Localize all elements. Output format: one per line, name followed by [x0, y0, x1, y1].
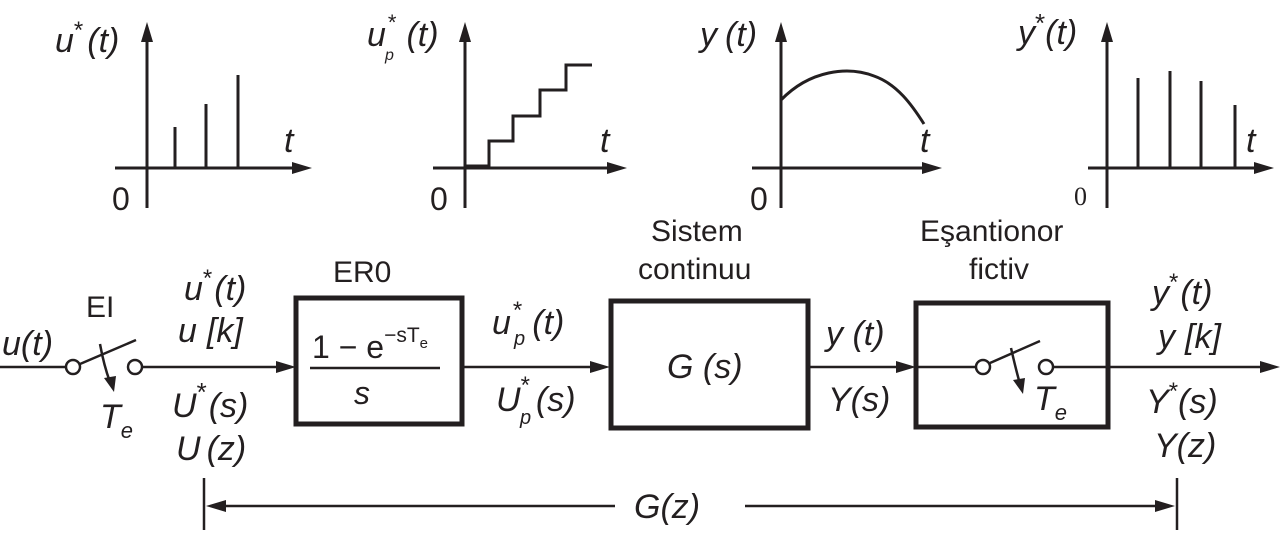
- plant-transfer-function: G (s): [667, 348, 743, 386]
- zoh-numerator: 1 − e−sTe: [312, 324, 428, 365]
- origin-label: 0: [750, 181, 768, 217]
- plant-output-time-label: y (t): [824, 315, 885, 353]
- plant-title-line2: continuu: [638, 253, 751, 286]
- ylabel-main: u: [55, 22, 74, 60]
- fictive-sampler-switch-arm: [989, 339, 1041, 365]
- zoh-title: ER0: [333, 256, 391, 289]
- plant-output-laplace-label: Y(s): [828, 381, 890, 419]
- svg-text:y(t): y(t): [698, 16, 757, 54]
- sampler-node-left: [64, 358, 82, 376]
- svg-text:y*(t): y*(t): [1016, 8, 1077, 52]
- fictive-sampler-block: [913, 300, 1111, 430]
- ylabel-sup: *: [388, 10, 397, 35]
- ylabel-arg: (t): [725, 16, 757, 54]
- plant-title-line1: Sistem: [651, 215, 743, 248]
- ylabel-sub: p: [384, 47, 394, 64]
- svg-text:p: p: [519, 407, 531, 429]
- svg-text:p: p: [513, 328, 525, 350]
- ylabel-main: y: [1016, 14, 1037, 52]
- continuous-signal: [779, 69, 926, 125]
- plot-up-star: u* (t) p t 0: [367, 10, 627, 217]
- xlabel: t: [600, 122, 611, 160]
- svg-text:y[k]: y[k]: [1156, 318, 1222, 356]
- origin-label: 0: [430, 181, 448, 217]
- svg-text:U(z): U(z): [176, 430, 246, 468]
- svg-text:u[k]: u[k]: [178, 312, 244, 350]
- sampler-node-right: [126, 358, 144, 376]
- plot-u-star: u*(t) t 0: [55, 17, 312, 217]
- pulse-transfer-function-label: G(z): [634, 488, 700, 526]
- svg-text:Y*(s): Y*(s): [1146, 378, 1218, 421]
- ylabel-sup: *: [1035, 8, 1045, 38]
- svg-text:y*(t): y*(t): [1150, 269, 1212, 312]
- xlabel: t: [1246, 122, 1257, 160]
- staircase-signal: [465, 63, 592, 168]
- ylabel-arg: (t): [406, 16, 438, 54]
- ylabel-arg: (t): [87, 22, 119, 60]
- sampled-signal-labels: u*(t) u[k] U*(s) U(z): [172, 265, 248, 468]
- svg-text:u*(t): u*(t): [184, 265, 246, 308]
- pulse-transfer-function-span: G(z): [202, 478, 1179, 530]
- plot-y-star: y*(t) t 0: [1016, 8, 1274, 211]
- fictive-sampler-node-right: [1037, 358, 1055, 376]
- zoh-block: [293, 295, 465, 427]
- ylabel-arg: (t): [1045, 14, 1077, 52]
- ylabel-sup: *: [74, 17, 83, 44]
- sampler-period-label: Te: [100, 398, 133, 443]
- origin-label: 0: [1074, 182, 1087, 211]
- fictive-sampler-period-label: Te: [1034, 380, 1067, 425]
- fictive-sampler-node-left: [974, 358, 992, 376]
- origin-label: 0: [112, 181, 130, 217]
- sampler-label: EI: [86, 291, 114, 324]
- zoh-output-labels: u*(t) p U*(s) p: [492, 297, 576, 429]
- zoh-denominator: s: [354, 375, 370, 411]
- input-signal-label: u(t): [2, 325, 53, 363]
- xlabel: t: [284, 122, 295, 160]
- xlabel: t: [920, 122, 931, 160]
- svg-text:U*(s): U*(s): [172, 377, 248, 425]
- fictive-sampler-title-line1: Eşantionor: [920, 215, 1063, 248]
- svg-text:u*(t): u* (t): [367, 10, 439, 54]
- svg-text:u*(t): u*(t): [492, 297, 564, 342]
- svg-text:U*(s): U*(s): [496, 372, 576, 419]
- svg-text:u*(t): u*(t): [55, 17, 119, 60]
- output-signal-labels: y*(t) y[k] Y*(s) Y(z): [1146, 269, 1222, 465]
- sampler-rotation-arrow: [98, 343, 112, 383]
- fictive-sampler-title-line2: fictiv: [969, 253, 1029, 286]
- ylabel-main: y: [698, 16, 719, 54]
- svg-text:Y(z): Y(z): [1154, 427, 1216, 465]
- ylabel-main: u: [367, 16, 386, 54]
- plot-y: y(t) t 0: [698, 16, 942, 217]
- sampler-switch-arm: [79, 338, 137, 366]
- plant-block: [608, 298, 811, 431]
